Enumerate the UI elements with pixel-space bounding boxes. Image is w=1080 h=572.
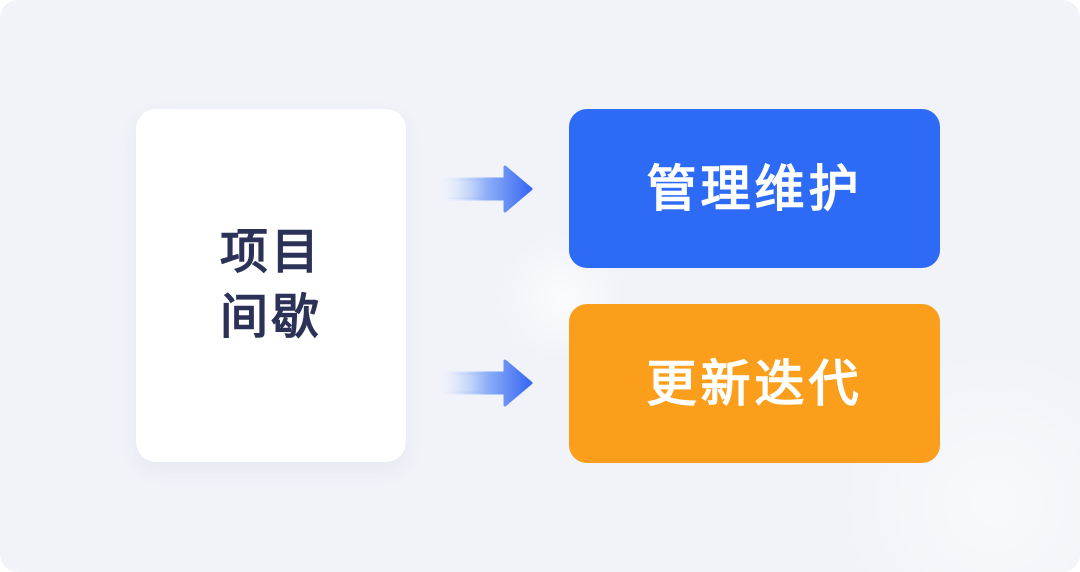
node-update-iteration: 更新迭代 <box>569 304 940 463</box>
node-label: 管理维护 <box>646 160 863 217</box>
node-label-line: 项目 <box>219 226 322 279</box>
node-label-line: 间歇 <box>219 291 322 344</box>
node-label: 更新迭代 <box>646 355 863 412</box>
node-management-maintenance: 管理维护 <box>569 109 940 268</box>
flow-arrow-icon <box>441 164 533 214</box>
node-project-interval: 项目 间歇 <box>136 109 406 462</box>
flow-arrow-icon <box>441 358 533 408</box>
